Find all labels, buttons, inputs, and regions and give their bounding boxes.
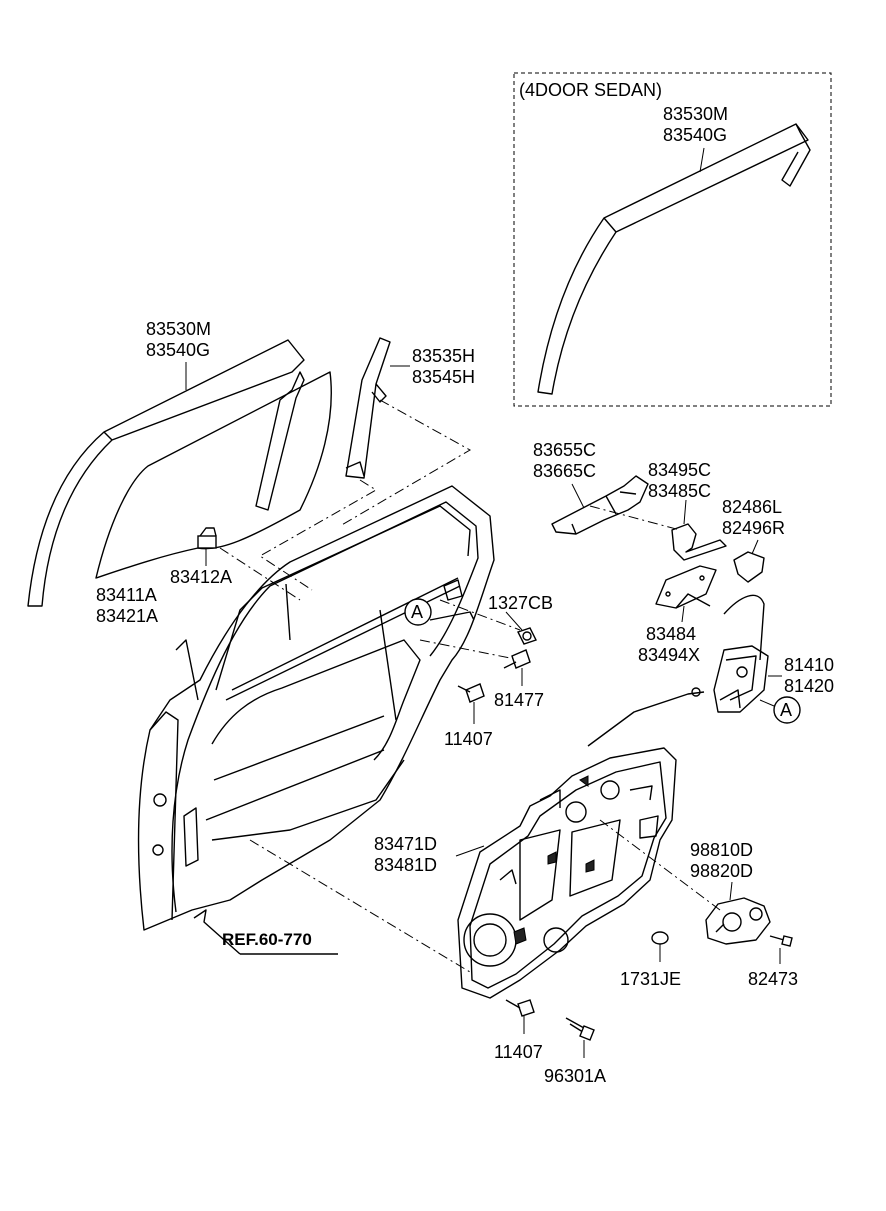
label-83665C: 83665C xyxy=(533,461,596,481)
label-83530M: 83530M xyxy=(146,319,211,339)
label-83411A: 83411A xyxy=(96,585,157,605)
bolt-96301a: 96301A xyxy=(544,1017,606,1086)
glass-run-channel xyxy=(255,371,305,511)
ref-label: REF.60-770 xyxy=(222,930,312,949)
handle-cover: 82486L 82496R xyxy=(722,497,785,583)
inset-belt-molding xyxy=(537,123,811,395)
label-1731JE: 1731JE xyxy=(620,969,681,989)
label-83655C: 83655C xyxy=(533,440,596,460)
inset-dashed-box xyxy=(513,72,832,407)
door-glass xyxy=(95,371,332,579)
label-83485C: 83485C xyxy=(648,481,711,501)
label-82473: 82473 xyxy=(748,969,798,989)
label-83535H: 83535H xyxy=(412,346,475,366)
label-98820D: 98820D xyxy=(690,861,753,881)
callout-a-right: A xyxy=(759,696,801,724)
label-81420: 81420 xyxy=(784,676,834,696)
window-motor: 98810D 98820D xyxy=(690,840,771,945)
grommet-1731je: 1731JE xyxy=(620,931,681,989)
inset-title: (4DOOR SEDAN) xyxy=(519,80,662,100)
label-81410: 81410 xyxy=(784,655,834,675)
bolt-11407-upper: 11407 xyxy=(444,683,493,749)
inset-label-2: 83540G xyxy=(663,125,727,145)
label-1327CB: 1327CB xyxy=(488,593,553,613)
assembly-lines xyxy=(219,399,721,973)
label-11407-lower: 11407 xyxy=(494,1042,543,1062)
bolt-81477: 81477 xyxy=(494,649,544,710)
door-shell xyxy=(137,485,495,931)
ref-arrow: REF.60-770 xyxy=(193,909,338,955)
label-96301A: 96301A xyxy=(544,1066,606,1086)
label-83412A: 83412A xyxy=(170,567,232,587)
door-glass-group: 83530M 83540G 83411A 83421A 83412A xyxy=(27,319,332,626)
screw-82473: 82473 xyxy=(748,935,798,989)
label-83494X: 83494X xyxy=(638,645,700,665)
handle-bracket: 83484 83494X xyxy=(638,565,717,665)
label-82486L: 82486L xyxy=(722,497,782,517)
inset-label-1: 83530M xyxy=(663,104,728,124)
label-83421A: 83421A xyxy=(96,606,158,626)
bolt-11407-lower: 11407 xyxy=(494,999,543,1062)
outside-handle: 83655C 83665C xyxy=(533,440,649,535)
svg-text:A: A xyxy=(411,602,423,622)
label-83481D: 83481D xyxy=(374,855,437,875)
belt-molding xyxy=(27,339,305,607)
label-83495C: 83495C xyxy=(648,460,711,480)
delta-molding: 83535H 83545H xyxy=(345,337,475,479)
label-83540G: 83540G xyxy=(146,340,210,360)
sedan-inset: (4DOOR SEDAN) 83530M 83540G xyxy=(513,72,832,407)
door-latch: 81410 81420 xyxy=(713,645,834,713)
latch-cable xyxy=(587,594,765,747)
label-83545H: 83545H xyxy=(412,367,475,387)
label-98810D: 98810D xyxy=(690,840,753,860)
handle-cap: 83495C 83485C xyxy=(648,460,727,561)
nut-1327cb: 1327CB xyxy=(488,593,553,645)
svg-text:A: A xyxy=(780,700,792,720)
label-11407-upper: 11407 xyxy=(444,729,493,749)
glass-clip xyxy=(197,527,217,549)
door-module-panel: 83471D 83481D xyxy=(374,747,677,999)
label-82496R: 82496R xyxy=(722,518,785,538)
label-83471D: 83471D xyxy=(374,834,437,854)
label-81477: 81477 xyxy=(494,690,544,710)
label-83484: 83484 xyxy=(646,624,696,644)
callout-a-left: A xyxy=(404,579,475,626)
